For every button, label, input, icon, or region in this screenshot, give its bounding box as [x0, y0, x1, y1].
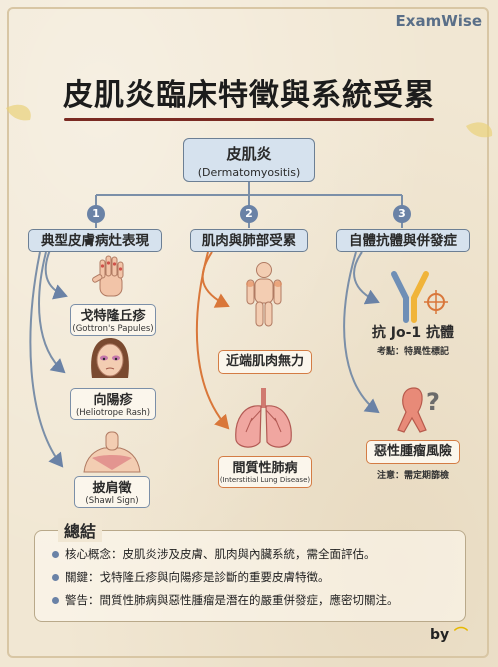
page-frame [7, 7, 489, 658]
heliotrope-label: 向陽疹 (Heliotrope Rash) [70, 388, 156, 420]
jo1-block: 抗 Jo-1 抗體 考點：特異性標記 [358, 322, 468, 357]
root-node: 皮肌炎 (Dermatomyositis) [183, 138, 315, 182]
summary-item-3: 警告：間質性肺病與惡性腫瘤是潛在的嚴重併發症，應密切關注。 [52, 592, 399, 608]
malignancy-title: 惡性腫瘤風險 [373, 444, 452, 459]
page-title: 皮肌炎臨床特徵與系統受累 [63, 78, 435, 113]
malignancy-note: 注意：需定期篩檢 [376, 471, 449, 481]
ild-label: 間質性肺病 (Interstitial Lung Disease) [218, 456, 312, 488]
heliotrope-subtitle: (Heliotrope Rash) [75, 408, 151, 418]
face-icon [91, 338, 129, 378]
banana-icon: ⌒ [454, 627, 468, 643]
body-icon [246, 262, 282, 327]
hand-icon [92, 255, 124, 297]
category-antibody: 自體抗體與併發症 [336, 229, 470, 252]
skin-arrows [29, 249, 68, 468]
gottron-subtitle: (Gottron's Papules) [72, 324, 154, 334]
decor-leaf-icon [6, 104, 493, 138]
bullet-icon [52, 551, 59, 558]
antibody-icon [391, 271, 448, 323]
svg-text:?: ? [426, 388, 440, 416]
summary-item-1: 核心概念：皮肌炎涉及皮膚、肌肉與內臟系統，需全面評估。 [52, 546, 376, 562]
signature: by ⌒ [430, 624, 468, 644]
title-underline [64, 118, 434, 121]
proximal-weakness-title: 近端肌肉無力 [225, 354, 304, 369]
shawl-title: 披肩徵 [92, 481, 132, 496]
gottron-label: 戈特隆丘疹 (Gottron's Papules) [70, 304, 156, 336]
summary-item-2-text: 關鍵：戈特隆丘疹與向陽疹是診斷的重要皮膚特徵。 [65, 570, 330, 584]
category-skin: 典型皮膚病灶表現 [28, 229, 162, 252]
summary-item-3-text: 警告：間質性肺病與惡性腫瘤是潛在的嚴重併發症，應密切關注。 [65, 593, 399, 607]
malignancy-note-block: 注意：需定期篩檢 [358, 466, 468, 481]
summary-item-1-text: 核心概念：皮肌炎涉及皮膚、肌肉與內臟系統，需全面評估。 [65, 547, 376, 561]
muscle-arrows [195, 251, 230, 430]
step-number-2: 2 [240, 205, 258, 223]
bullet-icon [52, 574, 59, 581]
heliotrope-title: 向陽疹 [93, 393, 133, 408]
antibody-arrows [343, 251, 380, 414]
bullet-icon [52, 597, 59, 604]
ild-subtitle: (Interstitial Lung Disease) [219, 476, 311, 484]
summary-item-2: 關鍵：戈特隆丘疹與向陽疹是診斷的重要皮膚特徵。 [52, 569, 330, 585]
signature-text: by [429, 627, 450, 643]
shoulders-icon [83, 431, 141, 473]
proximal-weakness-label: 近端肌肉無力 [218, 350, 312, 374]
shawl-subtitle: (Shawl Sign) [85, 496, 139, 506]
shawl-label: 披肩徵 (Shawl Sign) [74, 476, 150, 508]
category-muscle-lung: 肌肉與肺部受累 [190, 229, 308, 252]
jo1-title: 抗 Jo-1 抗體 [371, 325, 455, 341]
ribbon-icon: ? [397, 387, 440, 433]
gottron-title: 戈特隆丘疹 [80, 309, 146, 324]
step-number-3: 3 [393, 205, 411, 223]
ild-title: 間質性肺病 [232, 461, 298, 476]
brand-logo: ExamWise [395, 12, 482, 30]
root-subtitle: (Dermatomyositis) [197, 166, 301, 179]
summary-title: 總結 [58, 518, 103, 542]
lungs-icon [235, 388, 292, 448]
step-number-1: 1 [87, 205, 105, 223]
jo1-note: 考點：特異性標記 [376, 347, 449, 357]
malignancy-label: 惡性腫瘤風險 [366, 440, 460, 464]
summary-box [34, 530, 466, 622]
root-title: 皮肌炎 [226, 145, 272, 163]
